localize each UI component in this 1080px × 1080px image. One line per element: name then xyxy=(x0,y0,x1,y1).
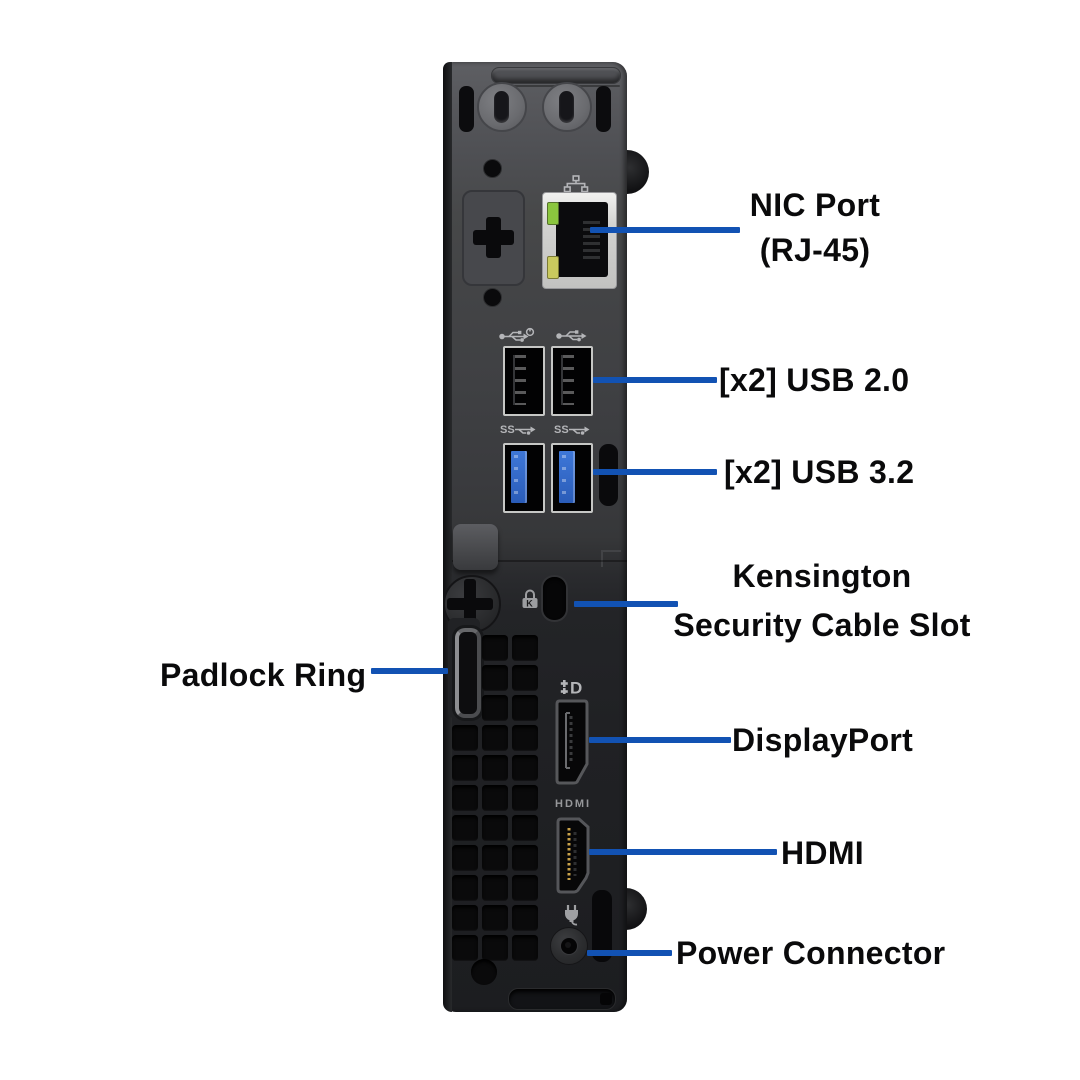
chassis-release-latch xyxy=(491,67,621,84)
usb3-port-right xyxy=(551,443,593,513)
usb3-tongue xyxy=(559,451,575,503)
svg-text:D: D xyxy=(570,679,582,698)
usb2-tongue xyxy=(513,355,526,405)
expansion-slot xyxy=(599,444,618,506)
mount-slot-left xyxy=(459,86,474,132)
kensington-slot xyxy=(543,577,566,620)
mount-recess-right xyxy=(542,82,592,132)
displayport-icon: D xyxy=(560,679,582,698)
rj45-port xyxy=(542,192,617,289)
usb-power-icon xyxy=(499,327,535,342)
displayport-lead-line xyxy=(589,737,731,743)
cable-cover-knob xyxy=(453,524,498,570)
ethernet-icon xyxy=(563,175,589,193)
usb3-lead-line xyxy=(593,469,717,475)
usb2-tongue xyxy=(561,355,574,405)
kensington-lock-icon: K xyxy=(522,589,538,608)
mount-slot-right xyxy=(596,86,611,132)
mount-recess-left xyxy=(477,82,527,132)
kensington-lead-line xyxy=(574,601,678,607)
screw-hole-bottom xyxy=(483,288,502,307)
usb3-tongue xyxy=(511,451,527,503)
usb3-port-left xyxy=(503,443,545,513)
usb2-label: [x2] USB 2.0 xyxy=(719,362,910,398)
cable-tie-slot xyxy=(592,890,612,962)
svg-text:SS: SS xyxy=(500,424,515,436)
hdmi-label: HDMI xyxy=(781,835,864,871)
vent-grid xyxy=(452,635,538,961)
padlock-ring xyxy=(455,628,481,718)
screw-hole-top xyxy=(483,159,502,178)
displayport-label: DisplayPort xyxy=(732,722,914,758)
hdmi-port xyxy=(556,817,590,894)
padlock-label: Padlock Ring xyxy=(160,657,367,693)
displayport-port xyxy=(555,699,589,785)
usb-superspeed-icon: SS xyxy=(554,424,590,436)
usb2-port-left xyxy=(503,346,545,416)
rj45-jack-opening xyxy=(556,202,608,277)
power-connector-jack xyxy=(550,927,588,965)
panel-corner-mark xyxy=(601,550,621,567)
hdmi-logo: HDMI xyxy=(555,798,592,810)
rj45-activity-led xyxy=(547,256,559,279)
kensington-label: Kensington Security Cable Slot xyxy=(673,558,971,643)
nic-lead-line xyxy=(590,227,740,233)
nic-label: NIC Port (RJ-45) xyxy=(749,187,881,268)
padlock-lead-line xyxy=(371,668,448,674)
panel-seam xyxy=(452,560,627,562)
usb2-lead-line xyxy=(593,377,717,383)
antenna-mount-plate xyxy=(462,190,525,286)
svg-text:K: K xyxy=(526,598,533,608)
power-plug-icon xyxy=(565,905,578,926)
usb-superspeed-icon: SS xyxy=(500,424,536,436)
power-label: Power Connector xyxy=(676,935,946,971)
usb2-port-right xyxy=(551,346,593,416)
hdmi-lead-line xyxy=(589,849,777,855)
pc-rear-panel: SS SS xyxy=(443,62,627,1012)
usb-icon xyxy=(556,330,587,342)
bottom-vent-hole xyxy=(471,959,497,985)
bottom-release-latch xyxy=(508,988,616,1010)
rj45-link-led xyxy=(547,202,559,225)
usb3-label: [x2] USB 3.2 xyxy=(724,454,915,490)
svg-text:SS: SS xyxy=(554,424,569,436)
power-lead-line xyxy=(587,950,672,956)
